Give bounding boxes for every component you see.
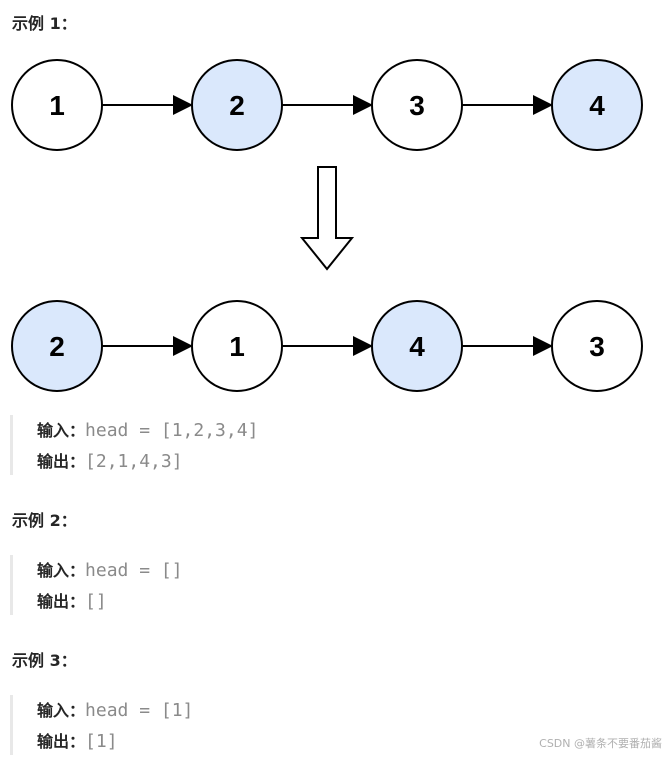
list-node [11, 300, 103, 392]
list-node [551, 300, 643, 392]
input-label: 输入： [37, 421, 86, 440]
input-value: head = [1,2,3,4] [85, 420, 259, 441]
input-value: head = [1] [85, 700, 194, 721]
node-label: 3 [409, 90, 425, 121]
output-value: [1] [85, 731, 118, 752]
output-label: 输出： [37, 732, 86, 751]
node-label: 2 [49, 331, 65, 362]
list-node [371, 300, 463, 392]
list-node [551, 59, 643, 151]
watermark: CSDN @薯条不要番茄酱 [539, 737, 662, 750]
node-label: 4 [409, 331, 425, 362]
example-3-block: 输入：head = [1] 输出：[1] [10, 695, 337, 755]
output-label: 输出： [37, 452, 86, 471]
list-node [191, 59, 283, 151]
list-node [191, 300, 283, 392]
node-label: 2 [229, 90, 245, 121]
output-value: [2,1,4,3] [85, 451, 183, 472]
down-arrow-icon [299, 166, 355, 271]
output-label: 输出： [37, 592, 86, 611]
node-label: 3 [589, 331, 605, 362]
list-node [11, 59, 103, 151]
node-label: 4 [589, 90, 605, 121]
output-value: [] [85, 591, 107, 612]
input-label: 输入： [37, 561, 86, 580]
linked-list-diagram: 1 2 3 4 2 1 4 3 [11, 59, 643, 392]
node-label: 1 [229, 331, 245, 362]
example-2-title: 示例 2： [12, 511, 77, 530]
example-3-title: 示例 3： [12, 651, 77, 670]
node-label: 1 [49, 90, 65, 121]
example-1-title: 示例 1： [12, 14, 77, 33]
input-value: head = [] [85, 560, 183, 581]
example-2-block: 输入：head = [] 输出：[] [10, 555, 337, 615]
example-1-block: 输入：head = [1,2,3,4] 输出：[2,1,4,3] [10, 415, 337, 475]
input-label: 输入： [37, 701, 86, 720]
list-node [371, 59, 463, 151]
